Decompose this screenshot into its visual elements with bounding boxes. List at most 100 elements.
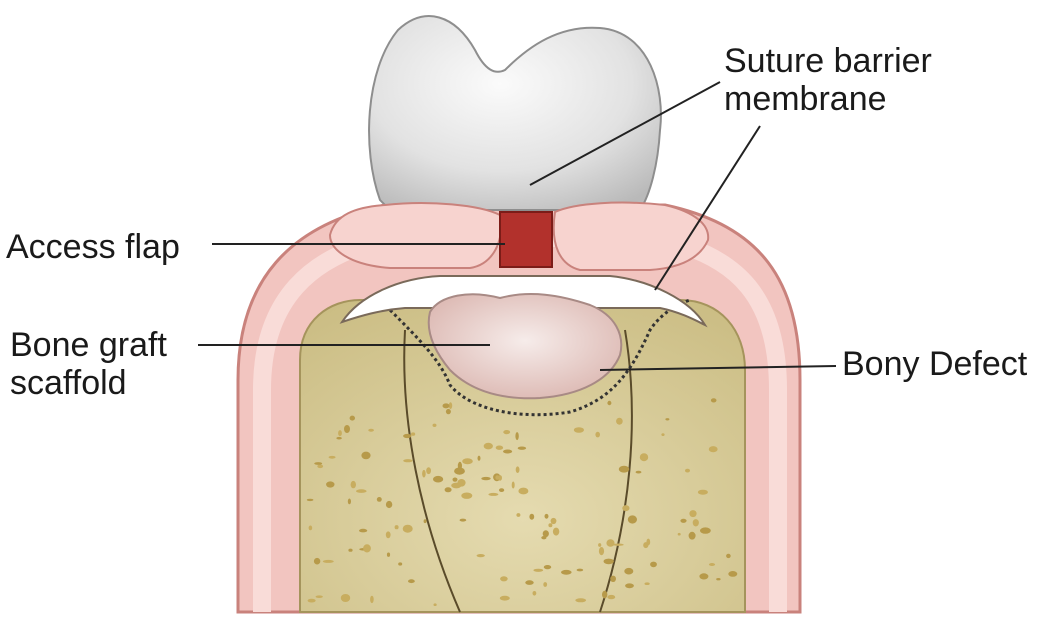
bone-pore [348, 549, 352, 552]
bone-pore [307, 499, 314, 501]
bone-pore [500, 596, 510, 601]
bone-pore [351, 481, 356, 488]
bone-pore [622, 505, 629, 511]
bone-pore [616, 418, 623, 425]
bone-pore [700, 527, 711, 533]
bone-pore [595, 432, 600, 438]
bone-pore [503, 450, 512, 454]
bone-pore [403, 459, 412, 462]
bone-pore [386, 501, 392, 508]
bone-pore [377, 497, 382, 502]
bone-pore [477, 554, 485, 557]
bone-pore [316, 595, 323, 598]
bone-pore [370, 596, 374, 603]
bone-pore [728, 571, 737, 577]
bone-pore [709, 563, 715, 566]
bone-pore [368, 429, 374, 432]
bone-pore [350, 416, 355, 421]
bone-pore [602, 591, 607, 599]
bone-pore [481, 477, 490, 480]
label-graft-line-1: Bone graft [10, 326, 167, 364]
bone-pore [344, 425, 350, 433]
bone-pore [628, 515, 637, 523]
bone-pore [326, 481, 334, 487]
bone-pore [314, 462, 322, 465]
bone-pore [395, 525, 399, 529]
bone-pore [386, 531, 391, 538]
gingiva-papilla-right [554, 203, 708, 270]
bone-pore [496, 446, 503, 450]
bone-pore [525, 580, 533, 585]
bone-pore [484, 443, 493, 450]
label-graft-line-2: scaffold [10, 364, 167, 402]
bone-pore [604, 559, 614, 565]
bone-pore [606, 539, 614, 547]
bone-pore [624, 568, 633, 575]
bone-pore [693, 519, 699, 526]
bone-pore [574, 427, 584, 433]
bone-pore [323, 560, 334, 563]
bone-pore [433, 424, 437, 427]
bone-pore [529, 514, 534, 520]
bone-pore [433, 476, 443, 483]
bone-pore [553, 528, 559, 536]
bone-pore [680, 519, 686, 523]
bone-pore [363, 544, 371, 552]
bone-pore [544, 565, 551, 569]
bone-pore [613, 544, 624, 546]
bone-pore [434, 603, 437, 606]
bone-pore [411, 432, 415, 435]
bone-pore [515, 432, 518, 440]
bone-pore [462, 458, 473, 464]
bone-pore [403, 525, 413, 533]
bone-pore [488, 493, 498, 496]
bone-pore [356, 489, 367, 493]
bone-pore [561, 570, 572, 575]
bone-pore [716, 578, 720, 580]
bone-pore [551, 518, 557, 524]
label-suture-line-2: membrane [724, 80, 932, 118]
bone-pore [640, 453, 648, 461]
bone-pore [516, 513, 520, 517]
bone-pore [726, 554, 731, 558]
bone-pore [711, 398, 717, 402]
bone-pore [533, 569, 543, 572]
bone-pore [625, 583, 634, 588]
bone-pore [698, 490, 708, 495]
bone-pore [308, 599, 316, 603]
bone-pore [398, 562, 402, 565]
bone-pore [461, 493, 472, 499]
label-access-flap: Access flap [6, 228, 180, 266]
bone-pore [500, 576, 508, 581]
bone-pore [341, 594, 350, 602]
bone-pore [361, 452, 370, 460]
bone-pore [403, 434, 411, 438]
bone-pore [548, 523, 552, 527]
bone-pore [457, 479, 465, 487]
bone-pore [518, 488, 528, 495]
bone-pore [359, 529, 367, 533]
bone-pore [607, 595, 615, 599]
bone-pore [575, 598, 586, 602]
bone-pore [650, 562, 657, 568]
bone-pore [478, 456, 481, 461]
bone-pore [619, 466, 629, 473]
bone-pore [454, 468, 465, 475]
bone-pore [329, 456, 336, 459]
bone-pore [533, 591, 537, 596]
bone-pore [607, 401, 611, 405]
suture [500, 212, 552, 267]
bone-pore [610, 576, 616, 582]
bone-pore [543, 582, 547, 587]
gingiva-papilla-left [330, 203, 501, 268]
bone-pore [503, 430, 510, 434]
bone-pore [426, 467, 431, 474]
bone-pore [309, 526, 313, 531]
bone-pore [678, 533, 681, 536]
bone-pore [699, 573, 708, 579]
bone-pore [661, 433, 664, 436]
bone-pore [338, 430, 342, 436]
bone-pore [387, 553, 390, 557]
bone-pore [348, 499, 351, 505]
